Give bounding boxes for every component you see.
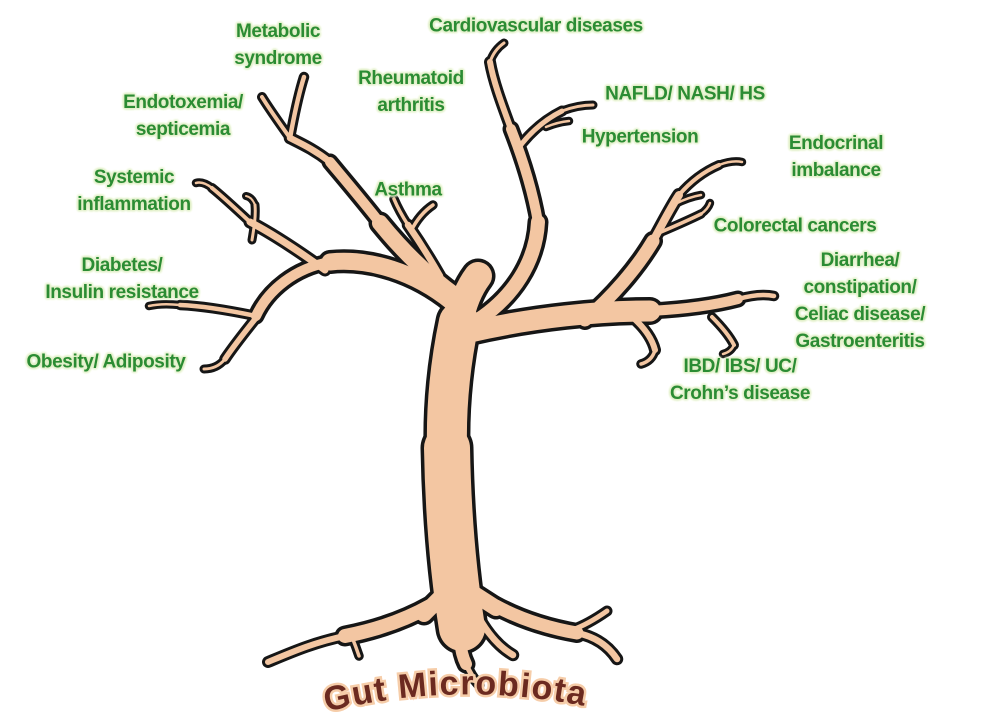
figure-title-text: Gut Microbiota <box>318 662 592 722</box>
label-colorectal-cancers: Colorectal cancers <box>713 215 877 237</box>
label-metabolic-syndrome: Metabolic syndrome <box>234 21 322 69</box>
figure-title: Gut Microbiota <box>320 664 591 719</box>
label-endocrinal-imbalance: Endocrinal imbalance <box>788 133 884 181</box>
label-diabetes-insulin: Diabetes/ Insulin resistance <box>45 255 199 303</box>
label-nafld-nash-hs: NAFLD/ NASH/ HS <box>605 83 765 105</box>
label-diarrhea-celiac-gastro: Diarrhea/ constipation/ Celiac disease/ … <box>794 250 926 352</box>
label-obesity-adiposity: Obesity/ Adiposity <box>26 351 186 373</box>
label-cardiovascular-diseases: Cardiovascular diseases <box>429 15 643 37</box>
label-asthma: Asthma <box>374 179 442 201</box>
label-hypertension: Hypertension <box>581 126 699 148</box>
label-rheumatoid-arthritis: Rheumatoid arthritis <box>358 68 464 116</box>
tree-bark-layer <box>147 41 777 688</box>
label-endotoxemia-septicemia: Endotoxemia/ septicemia <box>123 92 243 140</box>
label-systemic-inflammation: Systemic inflammation <box>77 167 191 215</box>
label-ibd-ibs-uc-crohns: IBD/ IBS/ UC/ Crohn’s disease <box>669 356 811 404</box>
